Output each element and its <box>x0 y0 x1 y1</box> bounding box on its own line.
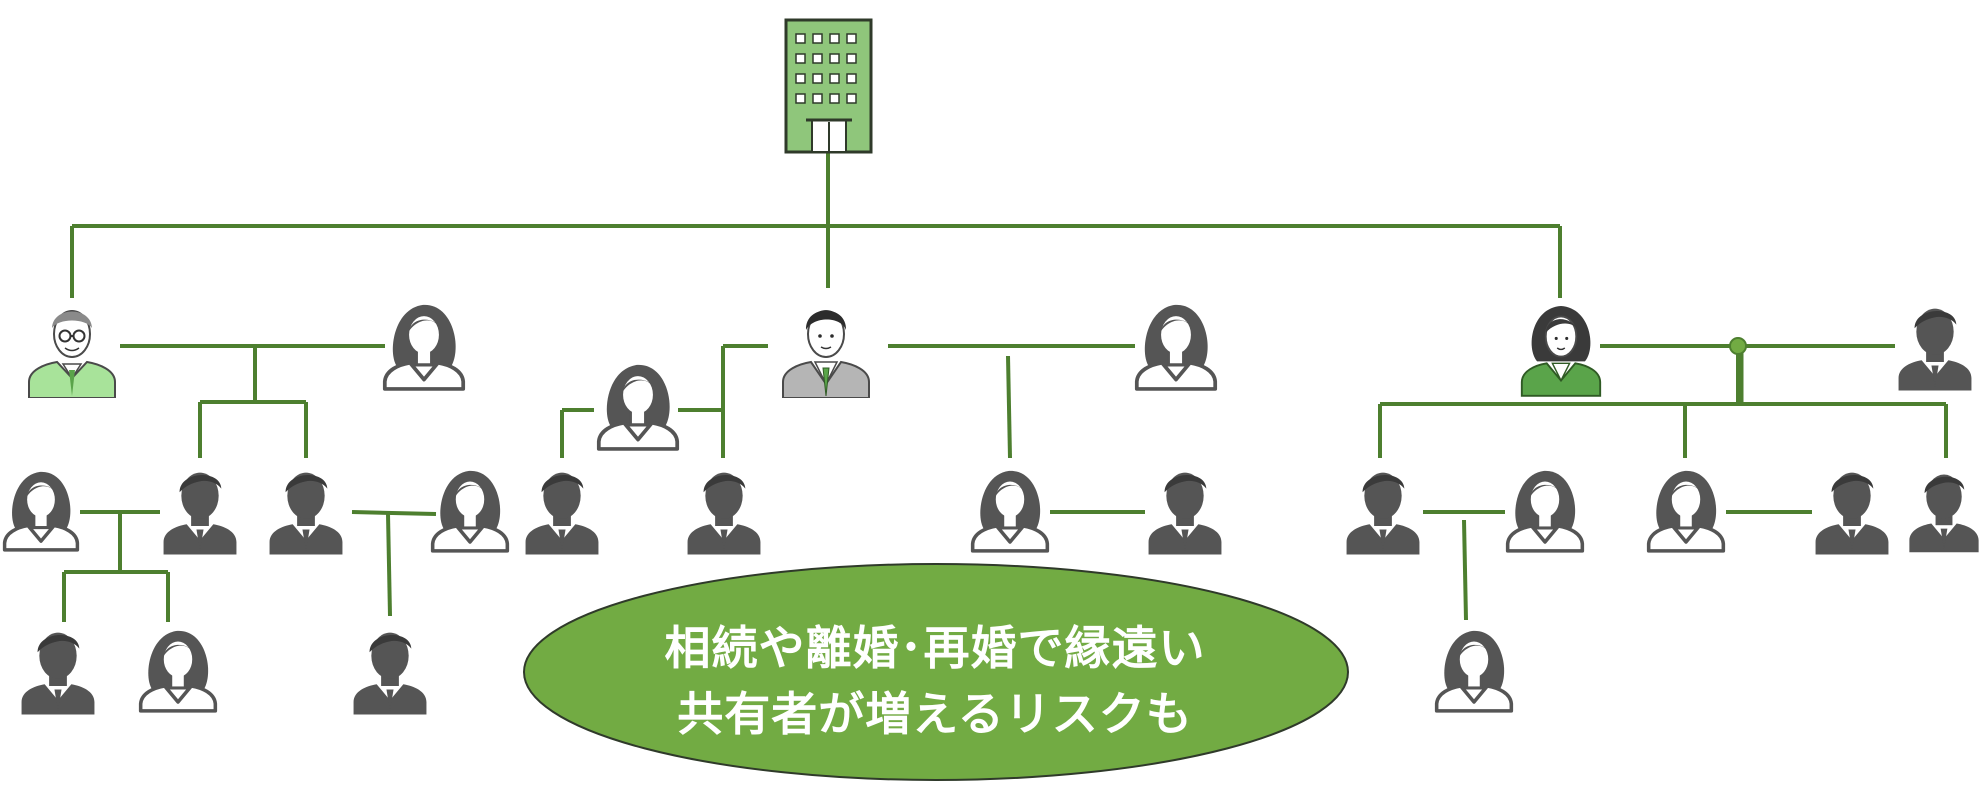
connector-lines <box>62 152 1948 622</box>
man-icon <box>525 472 599 555</box>
man-icon <box>21 632 95 715</box>
man-icon <box>1148 472 1222 555</box>
caption-bubble <box>523 563 1349 781</box>
businessman-icon <box>781 309 871 398</box>
woman-icon <box>138 628 218 713</box>
caption-line-1: 相続や離婚･再婚で縁遠い <box>664 621 1206 675</box>
man-icon <box>1909 474 1979 553</box>
woman-icon <box>1505 468 1585 553</box>
woman-icon <box>430 468 510 553</box>
woman-icon <box>1646 468 1726 553</box>
woman-icon <box>970 468 1050 553</box>
man-icon <box>1346 472 1420 555</box>
man-icon <box>1815 472 1889 555</box>
woman-icon <box>1434 628 1514 713</box>
man-icon <box>1898 308 1972 391</box>
man-icon <box>269 472 343 555</box>
man-icon <box>687 472 761 555</box>
woman-icon <box>2 469 80 552</box>
man-icon <box>163 472 237 555</box>
caption-line-2: 共有者が増えるリスクも <box>677 687 1193 741</box>
woman-icon <box>382 302 466 391</box>
man-icon <box>353 632 427 715</box>
woman-icon <box>596 362 680 451</box>
office-building-icon <box>784 18 873 154</box>
senior-man-icon <box>27 309 117 398</box>
woman-icon <box>1134 302 1218 391</box>
branch-node-dot <box>1729 337 1747 355</box>
businesswoman-icon <box>1520 304 1602 397</box>
